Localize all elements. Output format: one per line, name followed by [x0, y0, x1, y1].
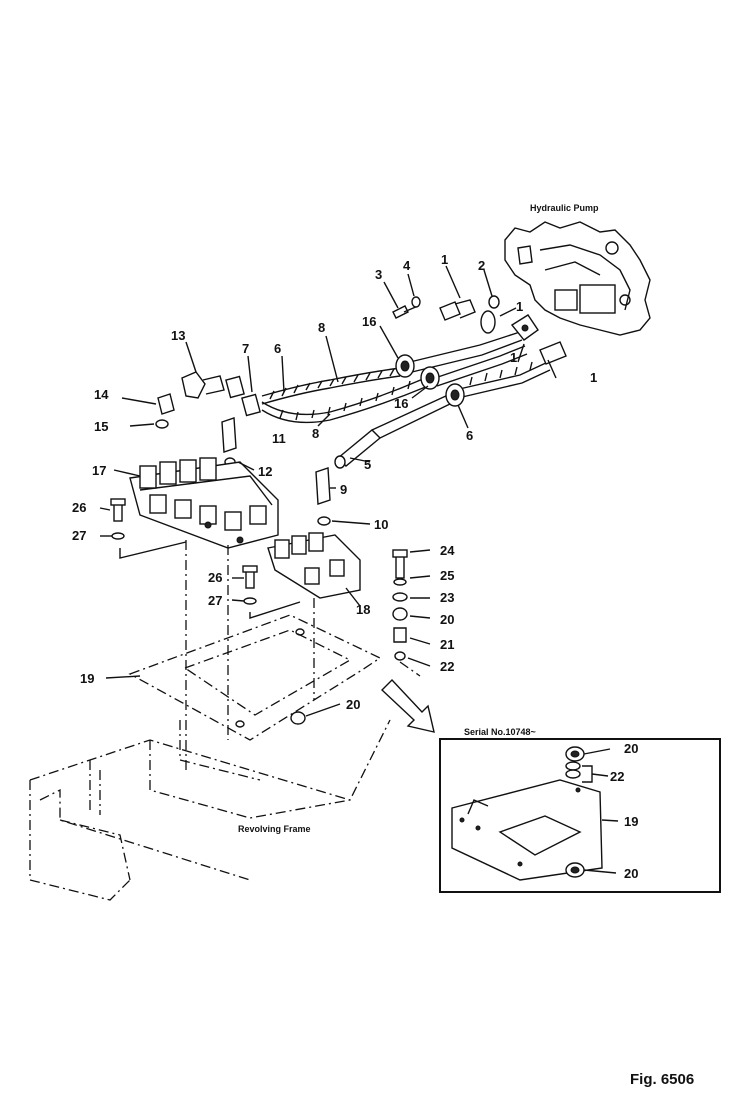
pipe-to-pump-lower — [454, 361, 551, 399]
fitting-12 — [221, 417, 237, 467]
callout-5: 5 — [364, 457, 371, 472]
flange-1c — [510, 314, 539, 341]
callout-24: 24 — [440, 543, 455, 558]
callout-13: 13 — [171, 328, 185, 343]
bolt-26b — [242, 565, 258, 589]
hose-lower — [261, 377, 429, 424]
fitting-1d — [539, 341, 567, 365]
callout-1a: 1 — [441, 252, 448, 267]
callout-16a: 16 — [362, 314, 376, 329]
clamp-16a — [395, 354, 415, 378]
inset-serial-label: Serial No.10748~ — [464, 727, 536, 737]
guide-line-4 — [399, 661, 421, 677]
callout-20b: 20 — [346, 697, 360, 712]
callout-1b: 1 — [516, 299, 523, 314]
callout-19: 19 — [80, 671, 94, 686]
inset-callout-20a: 20 — [624, 741, 638, 756]
inset-box — [439, 738, 721, 893]
adapter-7 — [225, 375, 261, 417]
callout-1d: 1 — [590, 370, 597, 385]
oring-22 — [394, 651, 406, 661]
hydraulic-pump-label: Hydraulic Pump — [530, 203, 599, 213]
clamp-16c — [445, 383, 465, 407]
callout-8a: 8 — [318, 320, 325, 335]
callout-7: 7 — [242, 341, 249, 356]
hydraulic-pump — [504, 221, 651, 336]
callout-17: 17 — [92, 463, 106, 478]
callout-6b: 6 — [274, 341, 281, 356]
pipe-to-pump-upper — [409, 331, 528, 387]
callout-20a: 20 — [440, 612, 454, 627]
elbow-14 — [157, 393, 175, 415]
washer-27a — [111, 532, 125, 540]
callout-18: 18 — [356, 602, 370, 617]
callout-25: 25 — [440, 568, 454, 583]
oring-2 — [488, 295, 500, 309]
washer-23 — [392, 592, 408, 602]
arrow-to-inset — [380, 678, 435, 733]
callout-4: 4 — [403, 258, 411, 273]
bracket-19 — [128, 614, 382, 741]
control-valve-18 — [267, 532, 361, 599]
oring-15 — [155, 419, 169, 429]
callout-26b: 26 — [208, 570, 222, 585]
leader-17 — [119, 541, 187, 559]
leader-lines — [99, 265, 557, 717]
inset-callout-19: 19 — [624, 814, 638, 829]
leader-18 — [249, 601, 301, 619]
callout-27b: 27 — [208, 593, 222, 608]
clamp-16b — [420, 366, 440, 390]
revolving-frame-label: Revolving Frame — [238, 824, 311, 834]
callout-14: 14 — [94, 387, 109, 402]
bolt-26a — [110, 498, 126, 522]
callout-12: 12 — [258, 464, 272, 479]
callout-3: 3 — [375, 267, 382, 282]
inset-callout-20b: 20 — [624, 866, 638, 881]
callout-9: 9 — [340, 482, 347, 497]
washer-4 — [411, 296, 421, 308]
control-valve-17 — [129, 457, 279, 549]
callout-15: 15 — [94, 419, 108, 434]
elbow-13 — [181, 371, 225, 399]
washer-27b — [243, 597, 257, 605]
callout-22: 22 — [440, 659, 454, 674]
callout-27a: 27 — [72, 528, 86, 543]
fitting-9 — [315, 467, 331, 526]
revolving-frame — [29, 719, 391, 901]
callout-6a: 6 — [466, 428, 473, 443]
callout-23: 23 — [440, 590, 454, 605]
cushion-20-lower — [290, 711, 306, 725]
bolt-3 — [392, 305, 419, 319]
callout-2: 2 — [478, 258, 485, 273]
tube-5 — [334, 394, 453, 469]
callout-21: 21 — [440, 637, 454, 652]
inset-callout-22: 22 — [610, 769, 624, 784]
cushion-20 — [392, 607, 408, 621]
bolt-24 — [392, 549, 408, 579]
callout-26a: 26 — [72, 500, 86, 515]
figure-number: Fig. 6506 — [630, 1071, 694, 1088]
callout-8b: 8 — [312, 426, 319, 441]
callout-10: 10 — [374, 517, 388, 532]
flange-1b — [480, 310, 496, 334]
washer-25 — [393, 578, 407, 586]
fitting-1a — [439, 299, 476, 321]
spacer-21 — [393, 627, 407, 643]
callout-11: 11 — [272, 431, 286, 446]
callout-1c: 1 — [510, 350, 517, 365]
callout-16b: 16 — [394, 396, 408, 411]
